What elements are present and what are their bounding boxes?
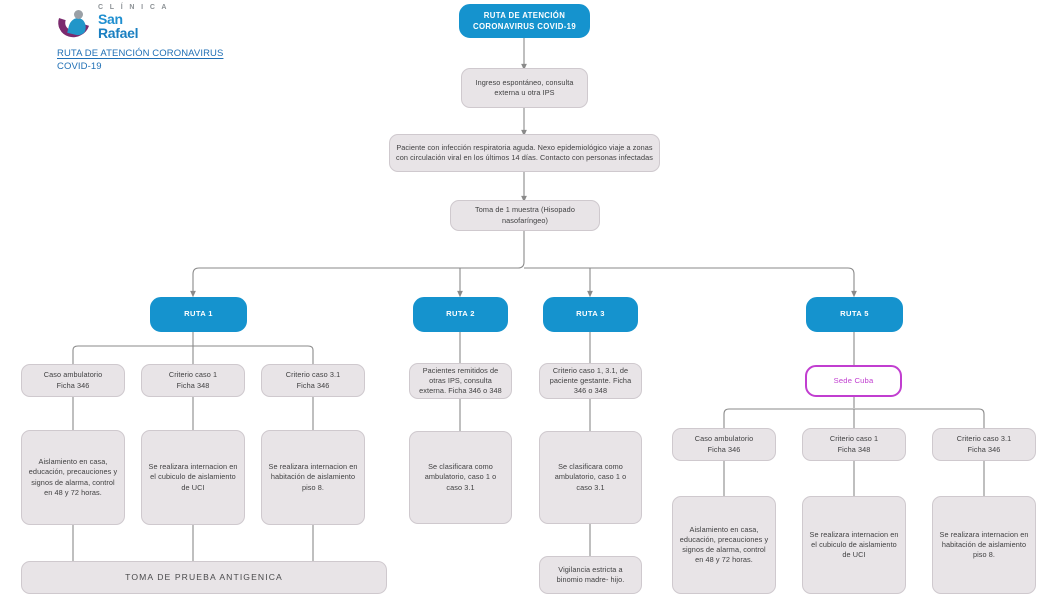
node-ruta-5[interactable]: RUTA 5 [806, 297, 903, 332]
brand-logo: C L Í N I C A San Rafael [52, 1, 169, 44]
clinica-san-rafael-logo-icon [52, 1, 96, 44]
document-title-line2: COVID-19 [57, 61, 102, 72]
node-ruta2-case[interactable]: Pacientes remitidos de otras IPS, consul… [409, 363, 512, 399]
logo-name-line2: Rafael [98, 25, 139, 42]
document-title: RUTA DE ATENCIÓN CORONAVIRUS COVID-19 [57, 47, 242, 73]
document-title-line1: RUTA DE ATENCIÓN CORONAVIRUS [57, 48, 224, 59]
node-ruta3-action[interactable]: Se clasificara como ambulatorio, caso 1 … [539, 431, 642, 524]
node-sede-cuba[interactable]: Sede Cuba [805, 365, 902, 397]
node-ruta5-action-3[interactable]: Se realizara internacion en habitación d… [932, 496, 1036, 594]
node-ruta2-action[interactable]: Se clasificara como ambulatorio, caso 1 … [409, 431, 512, 524]
node-ruta5-action-1[interactable]: Aislamiento en casa, educación, precauci… [672, 496, 776, 594]
node-ruta3-case[interactable]: Criterio caso 1, 3.1, de paciente gestan… [539, 363, 642, 399]
node-ruta3-followup[interactable]: Vigilancia estricta a binomio madre- hij… [539, 556, 642, 594]
logo-name-line1: San [98, 11, 123, 27]
node-ruta1-action-1[interactable]: Aislamiento en casa, educación, precauci… [21, 430, 125, 525]
node-bottom-bar[interactable]: TOMA DE PRUEBA ANTIGENICA [21, 561, 387, 594]
node-ruta5-action-2[interactable]: Se realizara internacion en el cubiculo … [802, 496, 906, 594]
node-ruta-3[interactable]: RUTA 3 [543, 297, 638, 332]
node-ruta1-action-2[interactable]: Se realizara internacion en el cubiculo … [141, 430, 245, 525]
node-root[interactable]: RUTA DE ATENCIÓN CORONAVIRUS COVID-19 [459, 4, 590, 38]
node-sample[interactable]: Toma de 1 muestra (Hisopado nasofaríngeo… [450, 200, 600, 231]
node-entry[interactable]: Ingreso espontáneo, consulta externa u o… [461, 68, 588, 108]
node-ruta-1[interactable]: RUTA 1 [150, 297, 247, 332]
node-ruta1-action-3[interactable]: Se realizara internacion en habitación d… [261, 430, 365, 525]
node-ruta-2[interactable]: RUTA 2 [413, 297, 508, 332]
node-criteria[interactable]: Paciente con infección respiratoria agud… [389, 134, 660, 172]
logo-clinica-label: C L Í N I C A [98, 4, 169, 11]
